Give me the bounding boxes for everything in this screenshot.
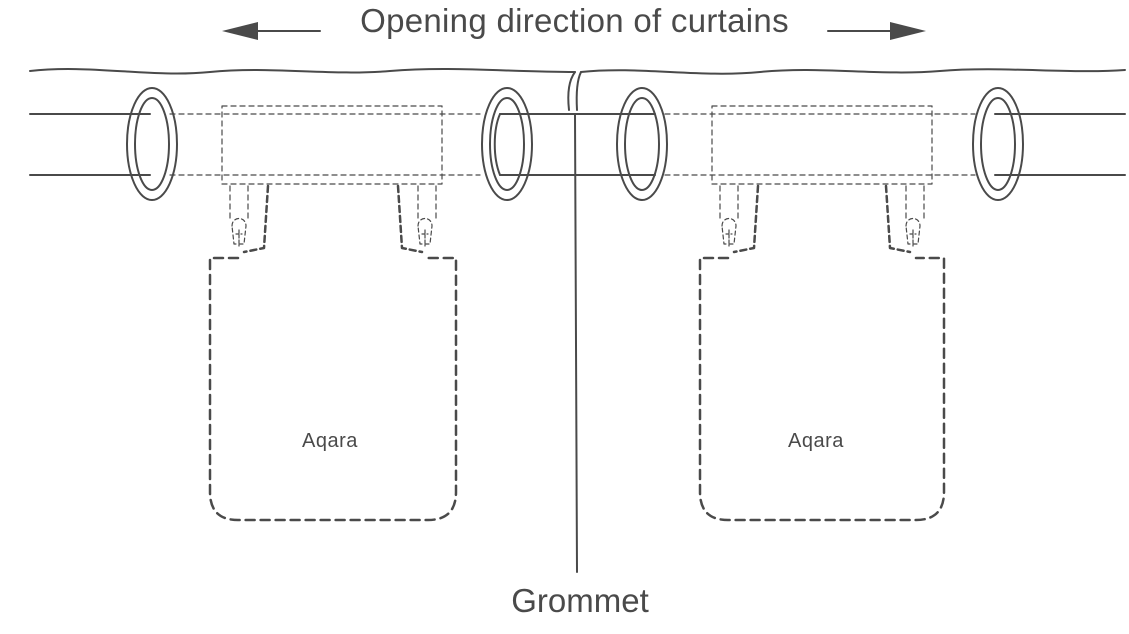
right-curtain-motor	[698, 105, 946, 522]
right-motor-brand-logo: Aqara	[788, 430, 844, 452]
left-curtain-motor	[208, 105, 458, 522]
grommet-callout-line	[574, 114, 578, 573]
grommet-4-icon	[972, 87, 1024, 201]
curtain-rod	[29, 113, 1126, 176]
curtain-center-seam	[567, 71, 576, 111]
right-arrow-icon	[827, 22, 926, 40]
opening-direction-title: Opening direction of curtains	[360, 2, 789, 39]
left-curtain-top-edge	[29, 67, 576, 75]
grommet-2-icon	[481, 87, 533, 201]
right-curtain-top-edge	[580, 68, 1126, 75]
grommet-1-icon	[126, 87, 178, 201]
grommet-3-icon	[616, 87, 668, 201]
grommet-callout-label: Grommet	[511, 582, 649, 619]
left-arrow-icon	[222, 22, 321, 40]
left-motor-brand-logo: Aqara	[302, 430, 358, 452]
